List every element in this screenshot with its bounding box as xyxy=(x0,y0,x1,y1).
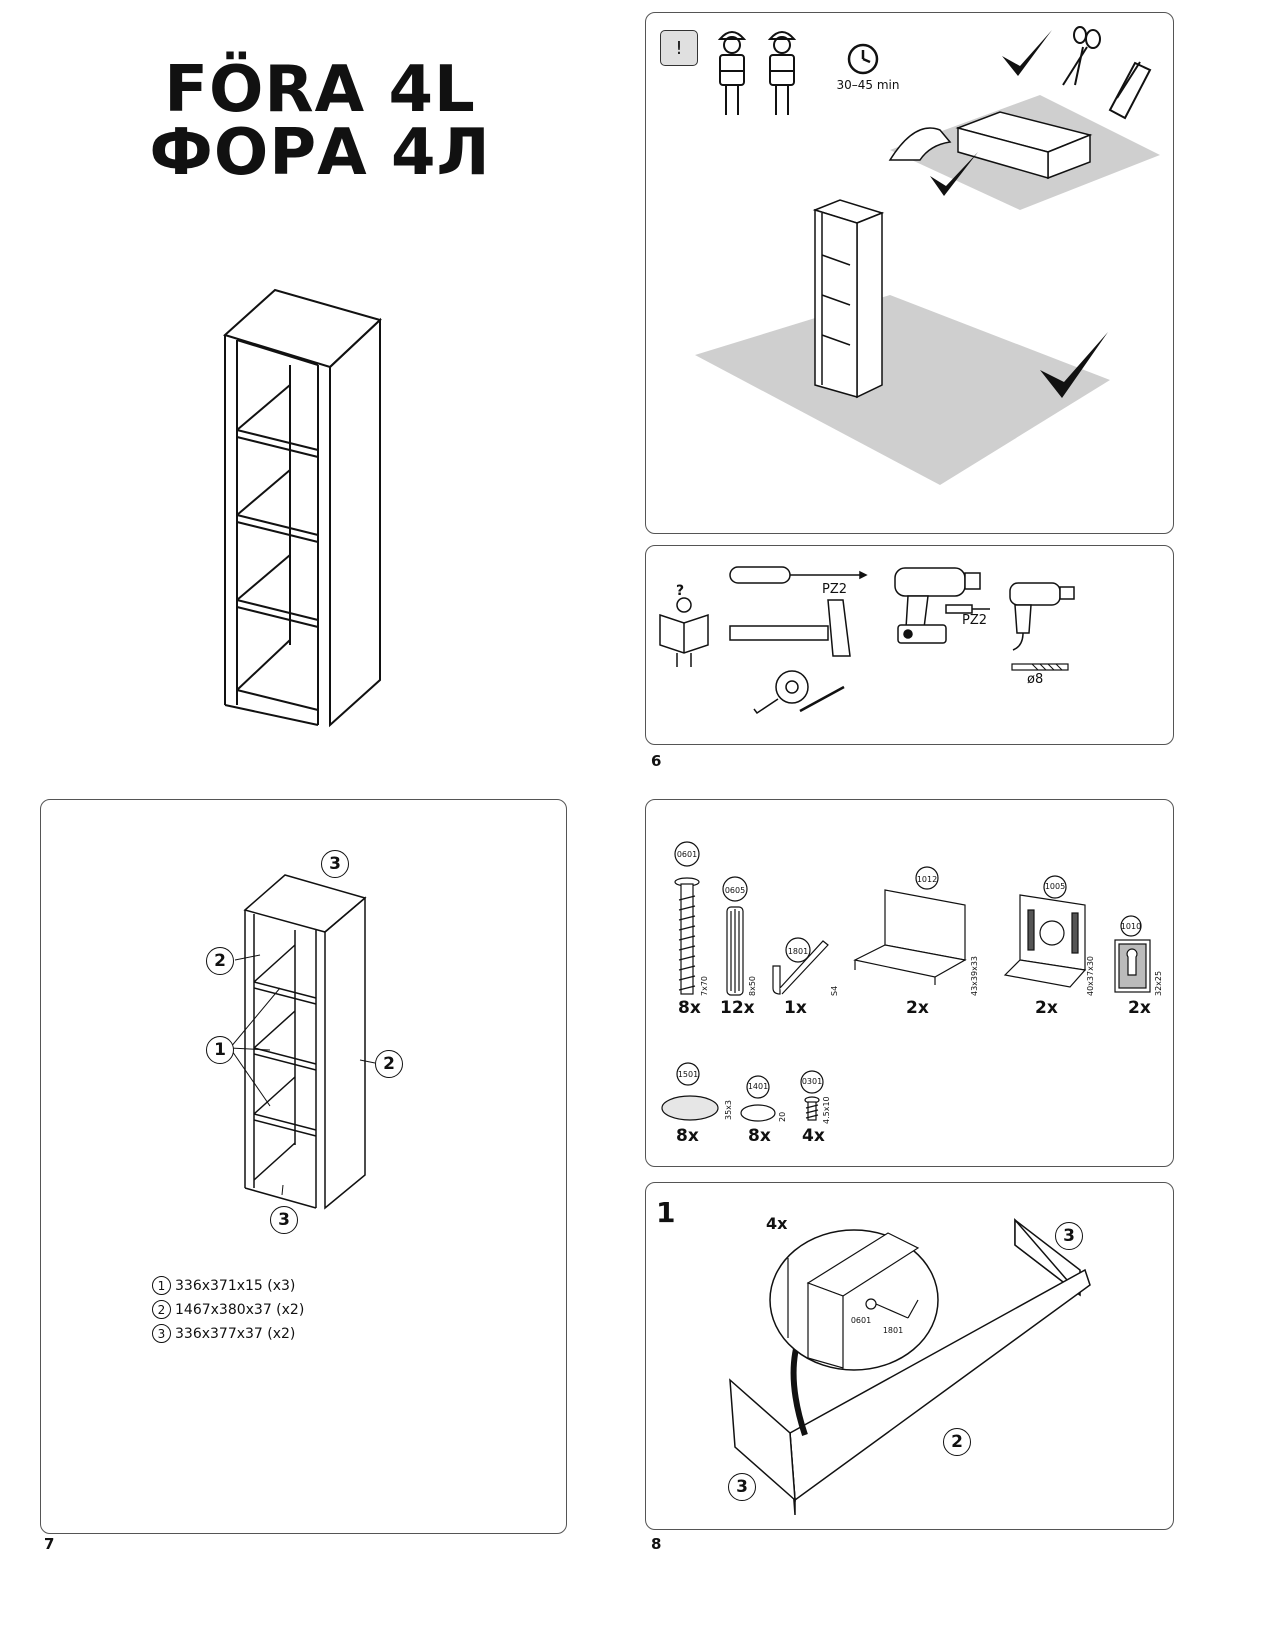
parts-legend-row: 3 336x377x37 (x2) xyxy=(152,1324,295,1343)
step1-panel xyxy=(645,1182,1174,1530)
legend-number: 3 xyxy=(152,1324,171,1343)
callout-side-panel: 2 xyxy=(375,1050,403,1078)
page-number: 6 xyxy=(651,752,662,770)
scissors-icon xyxy=(1062,26,1101,86)
step-quantity: 4x xyxy=(766,1214,788,1233)
part-quantity: 8x xyxy=(678,998,701,1018)
read-manual-icon xyxy=(659,597,709,667)
product-title-cyrillic: ФОРА 4Л xyxy=(149,116,491,190)
mounting-plate-icon xyxy=(1003,875,1087,988)
assembly-time: 30–45 min xyxy=(836,78,900,92)
question-mark: ? xyxy=(676,583,685,599)
part-code: 1401 xyxy=(747,1082,769,1091)
felt-pad-icon xyxy=(661,1062,719,1121)
part-quantity: 8x xyxy=(676,1126,699,1146)
small-screw-icon xyxy=(800,1070,824,1121)
part-quantity: 8x xyxy=(748,1126,771,1146)
product-title-latin: FÖRA 4L xyxy=(164,53,476,127)
part-code: 0601 xyxy=(676,850,698,859)
pencil-icon xyxy=(799,685,845,713)
page-number: 8 xyxy=(651,1535,662,1553)
clock-icon xyxy=(847,43,879,75)
legend-text: 336x377x37 (x2) xyxy=(175,1325,296,1342)
part-dimension: 43x39x33 xyxy=(970,955,979,996)
callout-top-panel: 3 xyxy=(321,850,349,878)
callout-shelf: 1 xyxy=(206,1036,234,1064)
parts-legend-row: 2 1467x380x37 (x2) xyxy=(152,1300,304,1319)
part-code: 1501 xyxy=(677,1070,699,1079)
part-dimension: 35x3 xyxy=(724,1099,733,1120)
part-dimension: 4.5x10 xyxy=(822,1096,831,1124)
part-quantity: 4x xyxy=(802,1126,825,1146)
allen-key-icon xyxy=(772,937,829,995)
screwdriver-icon xyxy=(729,566,868,584)
part-dimension: 20 xyxy=(778,1111,787,1122)
detail-code-key: 1801 xyxy=(882,1326,904,1335)
cordless-drill-icon xyxy=(894,567,981,644)
floor-mat-illustration xyxy=(695,199,1110,485)
assembly-illustration xyxy=(729,1217,1091,1516)
part-code: 1005 xyxy=(1044,882,1066,891)
hammer-icon xyxy=(729,599,851,657)
callout-bottom-panel: 3 xyxy=(728,1473,756,1501)
checkmark-icon xyxy=(1040,332,1108,398)
detail-code-screw: 0601 xyxy=(850,1316,872,1325)
part-quantity: 12x xyxy=(720,998,755,1018)
drill-bit-icon xyxy=(1011,663,1069,671)
part-quantity: 1x xyxy=(784,998,807,1018)
screwdriver-label: PZ2 xyxy=(822,582,848,597)
part-quantity: 2x xyxy=(1035,998,1058,1018)
callout-bottom-panel: 3 xyxy=(270,1206,298,1234)
wooden-dowel-icon xyxy=(722,876,748,996)
unpacking-illustration xyxy=(888,95,1160,210)
callout-side-panel: 2 xyxy=(206,947,234,975)
bit-label: PZ2 xyxy=(962,613,988,628)
part-code: 1010 xyxy=(1120,922,1142,931)
detail-magnifier xyxy=(769,1229,939,1371)
part-dimension: 40x37x30 xyxy=(1086,955,1095,996)
part-code: 1012 xyxy=(916,875,938,884)
parts-panel xyxy=(40,799,567,1534)
legend-text: 336x371x15 (x3) xyxy=(175,1277,296,1294)
step-number: 1 xyxy=(656,1196,676,1229)
small-pad-icon xyxy=(740,1075,776,1122)
part-dimension: S4 xyxy=(830,985,839,996)
part-code: 0605 xyxy=(724,886,746,895)
bit-icon xyxy=(945,604,990,614)
part-quantity: 2x xyxy=(906,998,929,1018)
parts-legend-row: 1 336x371x15 (x3) xyxy=(152,1276,295,1295)
confirmat-screw-icon xyxy=(674,841,700,995)
keyhole-hanger-icon xyxy=(1114,915,1151,993)
part-code: 0301 xyxy=(801,1077,823,1086)
checkmark-icon xyxy=(930,152,978,196)
worker-icon xyxy=(767,31,797,115)
legend-number: 1 xyxy=(152,1276,171,1295)
legend-text: 1467x380x37 (x2) xyxy=(175,1301,305,1318)
page-number: 7 xyxy=(44,1535,55,1553)
worker-icon xyxy=(717,31,747,115)
checkmark-icon xyxy=(1002,30,1052,76)
callout-side-panel: 2 xyxy=(943,1428,971,1456)
part-dimension: 32x25 xyxy=(1154,970,1163,996)
warning-icon: ! xyxy=(660,30,698,66)
bookcase-illustration xyxy=(223,288,382,728)
part-dimension: 8x50 xyxy=(748,975,757,996)
corded-drill-icon xyxy=(1009,582,1075,651)
part-quantity: 2x xyxy=(1128,998,1151,1018)
part-code: 1801 xyxy=(787,947,809,956)
utility-knife-icon xyxy=(1108,61,1152,120)
part-dimension: 7x70 xyxy=(700,975,709,996)
tape-measure-icon xyxy=(753,670,809,715)
callout-top-panel: 3 xyxy=(1055,1222,1083,1250)
legend-number: 2 xyxy=(152,1300,171,1319)
leader-lines xyxy=(229,954,376,1196)
drill-size-label: ø8 xyxy=(1027,672,1044,687)
l-bracket-icon xyxy=(853,866,967,985)
